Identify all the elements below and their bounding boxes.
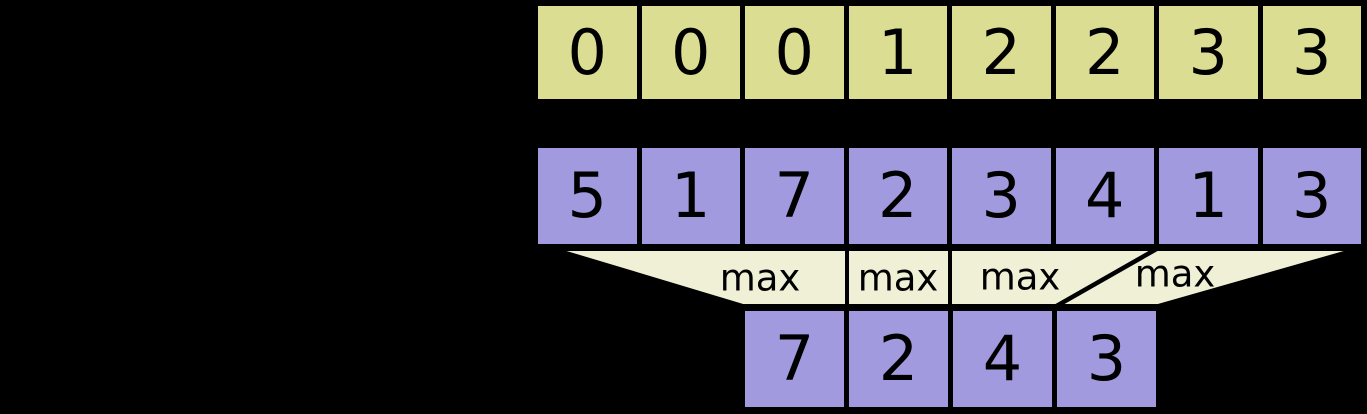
- input-cell: 7: [745, 148, 844, 244]
- output-cell: 4: [953, 311, 1052, 407]
- output-cell: 2: [849, 311, 948, 407]
- input-cell: 5: [538, 148, 637, 244]
- input-cell: 3: [1262, 148, 1361, 244]
- max-funnel-shape-1: [552, 247, 849, 308]
- segment-id-cell: 0: [745, 6, 844, 99]
- segment-id-cell: 3: [1159, 6, 1258, 99]
- input-cell: 1: [1159, 148, 1258, 244]
- max-label: max: [979, 255, 1061, 299]
- segment-id-cell: 0: [538, 6, 637, 99]
- segment-id-cell: 3: [1262, 6, 1361, 99]
- max-label: max: [1134, 252, 1216, 296]
- segment-id-cell: 1: [848, 6, 947, 99]
- segment-id-cell: 2: [1055, 6, 1154, 99]
- max-label: max: [719, 256, 801, 300]
- input-cell: 3: [952, 148, 1051, 244]
- input-cell: 4: [1055, 148, 1154, 244]
- input-cell: 1: [641, 148, 740, 244]
- segment-id-cell: 0: [641, 6, 740, 99]
- input-cell: 2: [848, 148, 947, 244]
- output-cell: 7: [745, 311, 844, 407]
- output-cell: 3: [1057, 311, 1156, 407]
- segment-id-cell: 2: [952, 6, 1051, 99]
- max-label: max: [857, 256, 939, 300]
